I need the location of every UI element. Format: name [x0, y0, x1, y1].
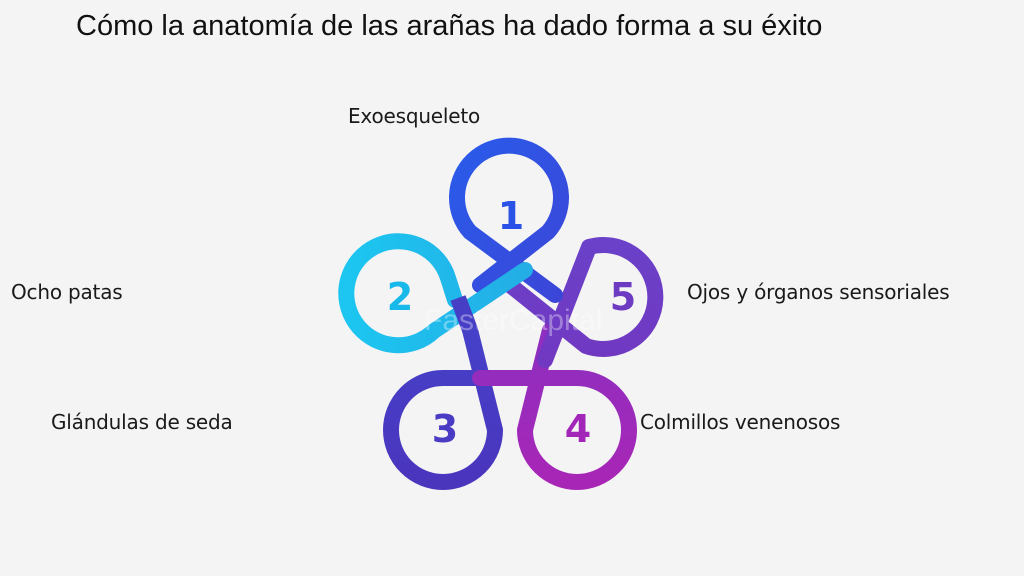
loop-1	[449, 137, 569, 303]
page-title: Cómo la anatomía de las arañas ha dado f…	[76, 10, 823, 42]
loop-5	[502, 237, 664, 368]
label-glandulas-de-seda: Glándulas de seda	[51, 410, 233, 434]
number-3: 3	[432, 407, 458, 451]
label-colmillos-venenosos: Colmillos venenosos	[640, 410, 841, 434]
number-5: 5	[610, 275, 636, 319]
loop-3-overlap	[450, 295, 478, 333]
number-1: 1	[498, 194, 524, 238]
loop-4	[472, 322, 637, 490]
number-4: 4	[565, 407, 591, 451]
number-2: 2	[387, 275, 413, 319]
label-ocho-patas: Ocho patas	[11, 280, 123, 304]
watermark: FasterCapital	[424, 304, 602, 337]
label-ojos-organos-sensoriales: Ojos y órganos sensoriales	[687, 280, 950, 304]
loop-2	[338, 233, 533, 354]
loop-3	[383, 322, 538, 490]
label-exoesqueleto: Exoesqueleto	[348, 104, 481, 128]
